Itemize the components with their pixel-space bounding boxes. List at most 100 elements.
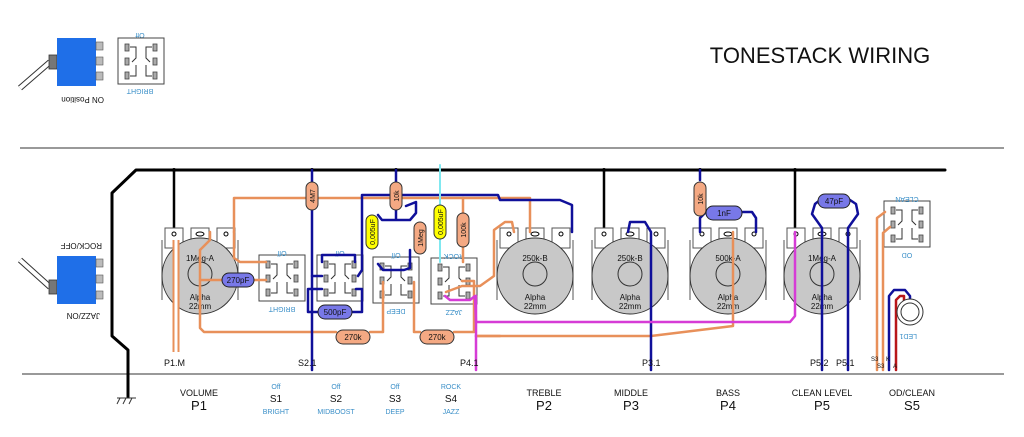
svg-text:500pF: 500pF	[324, 308, 347, 317]
toggle-body	[57, 38, 96, 86]
control-id: S1	[270, 394, 283, 405]
svg-text:1Meg: 1Meg	[418, 229, 425, 247]
switch-bottom-label: BRIGHT	[268, 305, 295, 312]
switch-top-label: ROCK	[444, 252, 465, 259]
diagram-title: TONESTACK WIRING	[710, 43, 930, 68]
resistor-10k-a: 10k	[389, 181, 403, 211]
switch-off-label: Off	[271, 384, 280, 391]
control-id: P4	[720, 398, 736, 413]
wire-led-a	[894, 294, 906, 372]
svg-text:10k: 10k	[698, 193, 705, 205]
svg-text:4M7: 4M7	[310, 189, 317, 203]
resistor-4m7: 4M7	[305, 181, 319, 211]
wire-p3-1	[626, 220, 653, 372]
pot-value: 500k-A	[715, 254, 741, 263]
switch-on-label: DEEP	[385, 409, 404, 416]
svg-text:BRIGHT: BRIGHT	[126, 87, 153, 94]
svg-text:270pF: 270pF	[227, 276, 250, 285]
wire-s3-b	[881, 225, 892, 372]
switch-top-label: CLEAN	[895, 195, 918, 202]
control-name: CLEAN LEVEL	[792, 388, 853, 398]
switch-s5: CLEAN OD	[883, 195, 931, 258]
switch-top-label: Off	[391, 251, 400, 258]
svg-text:270k: 270k	[428, 333, 446, 342]
control-id: P1	[191, 398, 207, 413]
resistor-270k-b: 270k	[419, 329, 455, 345]
led-1: LED1	[896, 298, 924, 339]
switch-off-label: Off	[390, 384, 399, 391]
pot-size: 22mm	[524, 302, 547, 311]
svg-text:S3: S3	[877, 364, 885, 370]
control-name: VOLUME	[180, 388, 218, 398]
switch-top-label: Off	[277, 249, 286, 256]
svg-text:K: K	[886, 357, 890, 363]
switch-off-label: ROCK	[441, 384, 462, 391]
capacitor-1nf: 1nF	[705, 205, 743, 221]
control-id: S5	[904, 398, 920, 413]
control-name: TREBLE	[526, 388, 561, 398]
switch-s4: ROCK JAZZ	[430, 252, 478, 315]
svg-text:1nF: 1nF	[717, 209, 731, 218]
legend-switch-bright: Off BRIGHT	[117, 31, 165, 94]
wire-orange-top	[232, 196, 532, 234]
ground-symbol	[116, 397, 136, 405]
switch-on-label: MIDBOOST	[317, 409, 355, 416]
pot-size: 22mm	[619, 302, 642, 311]
capacitor-47pf: 47pF	[817, 193, 851, 209]
side-toggle-rock-jazz: ROCK/OFF JAZZ/ON	[17, 241, 104, 320]
wire-s3-a	[875, 210, 887, 372]
capacitor-500pf: 500pF	[317, 304, 353, 320]
svg-text:Off: Off	[135, 31, 144, 38]
svg-text:0,005uF: 0,005uF	[438, 209, 445, 235]
pot-brand: Alpha	[525, 293, 546, 302]
label-p52: P5.2	[810, 358, 829, 368]
pot-brand: Alpha	[620, 293, 641, 302]
svg-text:JAZZ/ON: JAZZ/ON	[66, 311, 100, 320]
resistor-100k: 100k	[456, 212, 470, 248]
switch-on-label: BRIGHT	[263, 409, 290, 416]
svg-text:270k: 270k	[344, 333, 362, 342]
wire-orange-p4-wiper	[474, 230, 735, 338]
control-name: BASS	[716, 388, 740, 398]
svg-text:10k: 10k	[394, 190, 401, 202]
legend-toggle-label: ON Position	[61, 95, 104, 104]
toggle-body	[57, 256, 96, 304]
svg-text:S3: S3	[871, 357, 879, 363]
control-id: P5	[814, 398, 830, 413]
label-p1m: P1.M	[164, 358, 185, 368]
capacitor-270pf: 270pF	[221, 272, 255, 288]
switch-bottom-label: OD	[902, 251, 913, 258]
switch-bottom-label: JAZZ	[445, 308, 462, 315]
pot-brand: Alpha	[718, 293, 739, 302]
pot-value: 250k-B	[617, 254, 642, 263]
control-id: S4	[445, 394, 458, 405]
svg-text:ROCK/OFF: ROCK/OFF	[61, 241, 102, 250]
svg-text:A: A	[893, 364, 897, 370]
control-name: OD/CLEAN	[889, 388, 935, 398]
label-p41: P4.1	[460, 358, 479, 368]
label-p51: P5.1	[836, 358, 855, 368]
label-p31: P3.1	[642, 358, 661, 368]
switch-on-label: JAZZ	[443, 409, 460, 416]
control-id: P2	[536, 398, 552, 413]
capacitor-0005uf-a: 0,005uF	[365, 214, 379, 250]
resistor-270k-a: 270k	[335, 329, 371, 345]
resistor-10k-b: 10k	[693, 181, 707, 217]
legend-toggle-on: ON Position	[18, 38, 104, 104]
wire-led-k	[887, 288, 912, 372]
control-name: MIDDLE	[614, 388, 648, 398]
